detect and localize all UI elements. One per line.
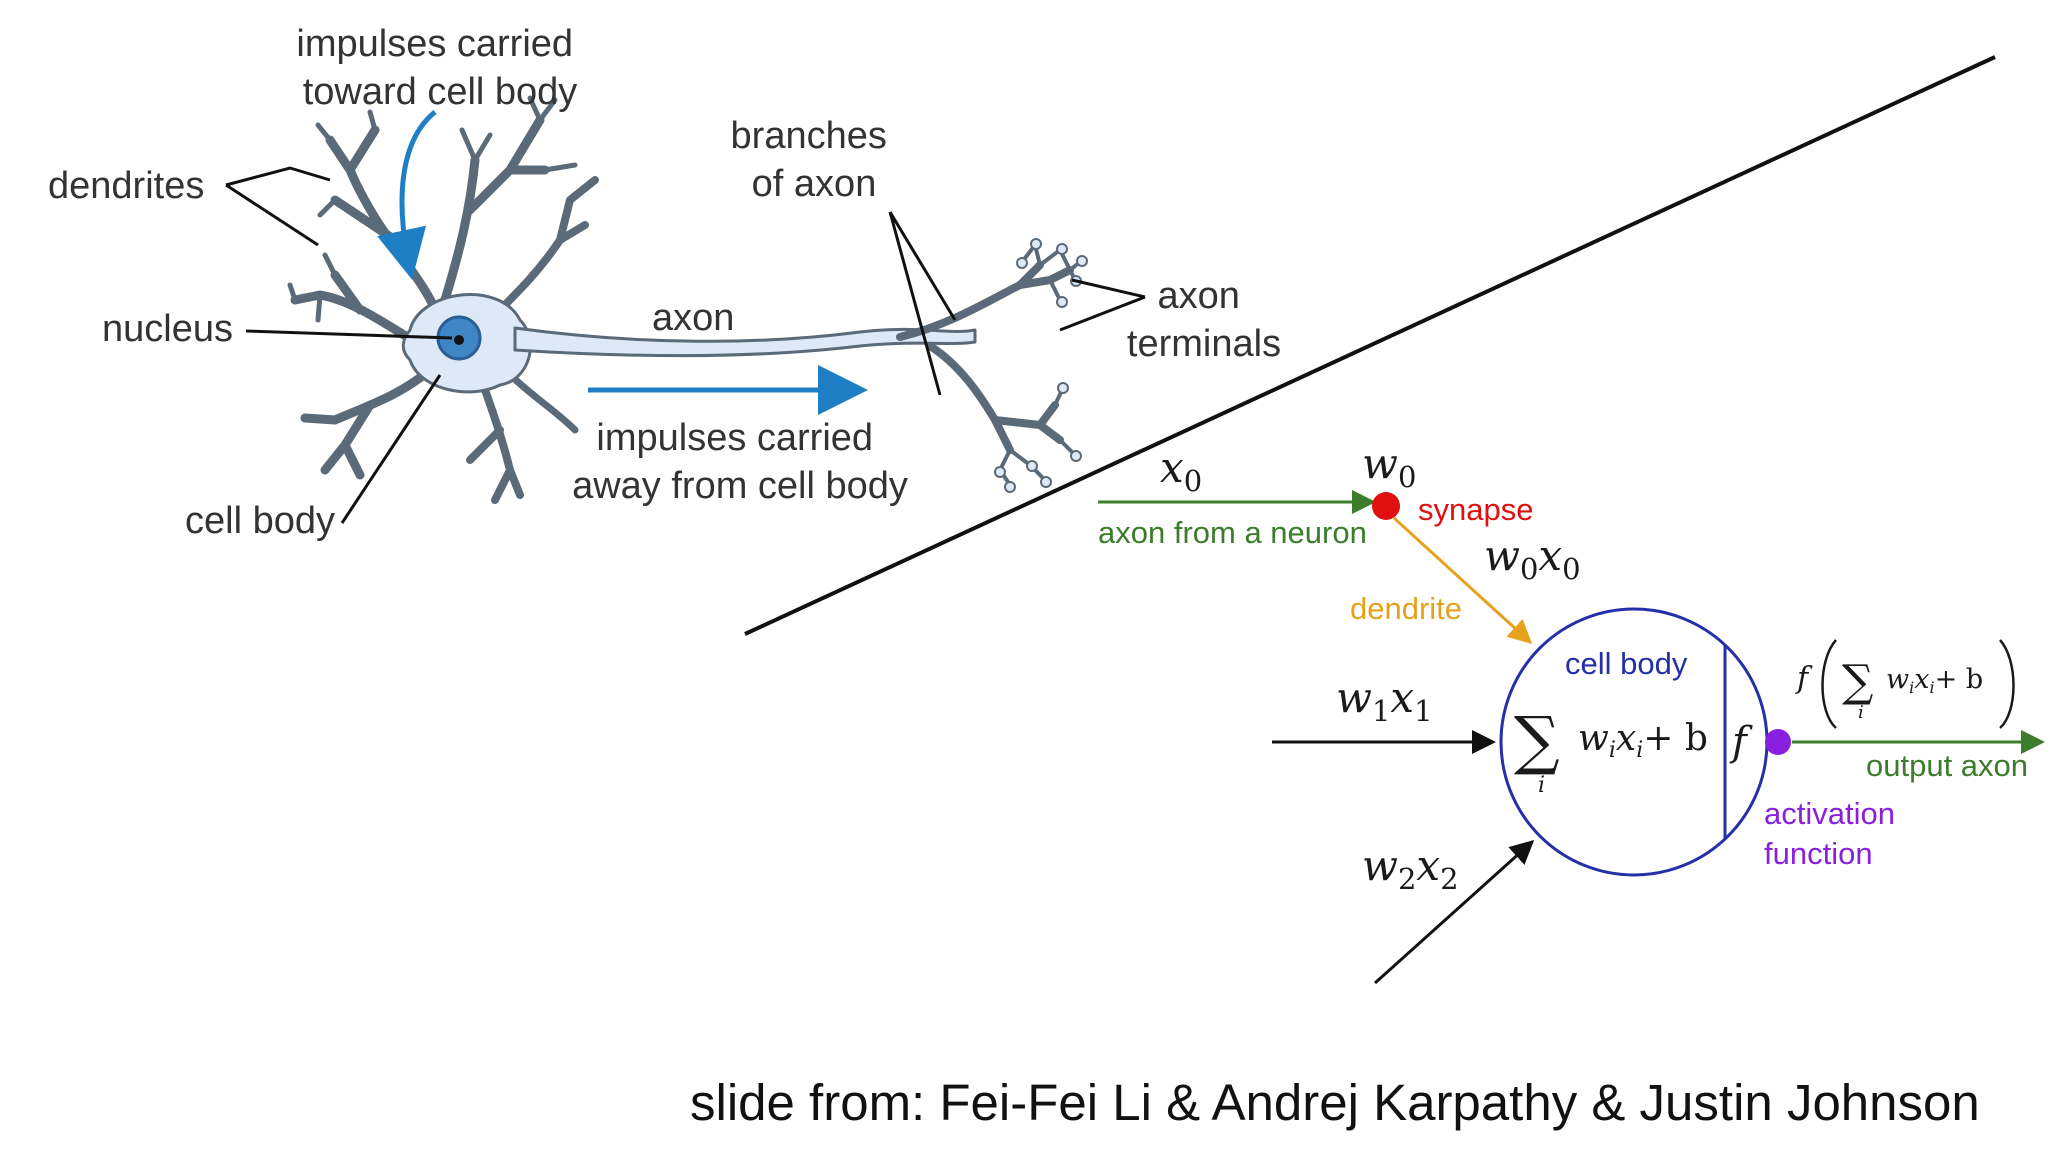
sum-index: i xyxy=(1538,773,1545,798)
svg-text:f: f xyxy=(1795,661,1813,696)
separator-line xyxy=(744,55,1996,636)
axon-branch-lower xyxy=(926,342,1064,454)
dendrite-branch xyxy=(300,365,435,480)
svg-text:i: i xyxy=(1858,702,1864,723)
w0-symbol: w0 xyxy=(1362,439,1416,494)
dendrites-label: dendrites xyxy=(48,165,204,207)
sum-symbol: ∑ xyxy=(1514,704,1560,778)
axon-terminal-lower xyxy=(998,388,1077,487)
biological-neuron xyxy=(287,95,1088,504)
dendrite-label: dendrite xyxy=(1350,591,1462,626)
impulses-out-label: impulses carried away from cell body xyxy=(572,417,908,507)
activation-function-label: activation function xyxy=(1764,796,1904,871)
nucleus-label: nucleus xyxy=(102,308,233,350)
pointer-lines xyxy=(225,166,1146,524)
dendrite-arrow xyxy=(1392,516,1533,645)
dendrite-branch xyxy=(287,252,338,323)
impulse-in-arrow xyxy=(377,110,437,280)
output-axon-label: output axon xyxy=(1866,748,2028,783)
dendrite-branch xyxy=(325,115,550,325)
cell-body-model-label: cell body xyxy=(1565,646,1688,681)
impulses-in-label: impulses carried toward cell body xyxy=(296,23,583,113)
dendrite-branch xyxy=(486,176,599,324)
synapse-label: synapse xyxy=(1418,492,1533,527)
w0x0-symbol: w0x0 xyxy=(1484,531,1581,586)
axon-terminals-label: axon terminals xyxy=(1127,275,1281,365)
sum-expression: wixi+ b xyxy=(1578,718,1708,763)
output-expression: f ∑ i wixi+ b xyxy=(1795,639,2015,729)
axon-shape xyxy=(513,326,977,358)
f-symbol: f xyxy=(1729,719,1753,765)
cell-body-label: cell body xyxy=(185,500,335,542)
w1x1-symbol: w1x1 xyxy=(1336,673,1433,728)
axon-terminal-upper xyxy=(1020,243,1082,302)
dendrite-branch xyxy=(466,371,524,504)
axon-branch-upper xyxy=(896,261,1074,341)
svg-text:∑: ∑ xyxy=(1842,656,1873,707)
w2x2-symbol: w2x2 xyxy=(1362,841,1459,896)
slide-credit: slide from: Fei-Fei Li & Andrej Karpathy… xyxy=(690,1074,1980,1131)
dendrite-branch xyxy=(315,95,578,218)
nucleolus xyxy=(454,335,464,345)
axon-label: axon xyxy=(652,297,734,339)
x0-symbol: x0 xyxy=(1160,443,1202,498)
axon-from-neuron-label: axon from a neuron xyxy=(1098,515,1367,550)
input-w2x2-arrow xyxy=(1373,839,1535,985)
branches-label: branches of axon xyxy=(731,115,898,205)
svg-text:wixi+ b: wixi+ b xyxy=(1886,664,1983,697)
axon-terminal-bulbs xyxy=(994,238,1088,493)
synapse-dot xyxy=(1372,492,1400,520)
activation-dot xyxy=(1765,729,1791,755)
